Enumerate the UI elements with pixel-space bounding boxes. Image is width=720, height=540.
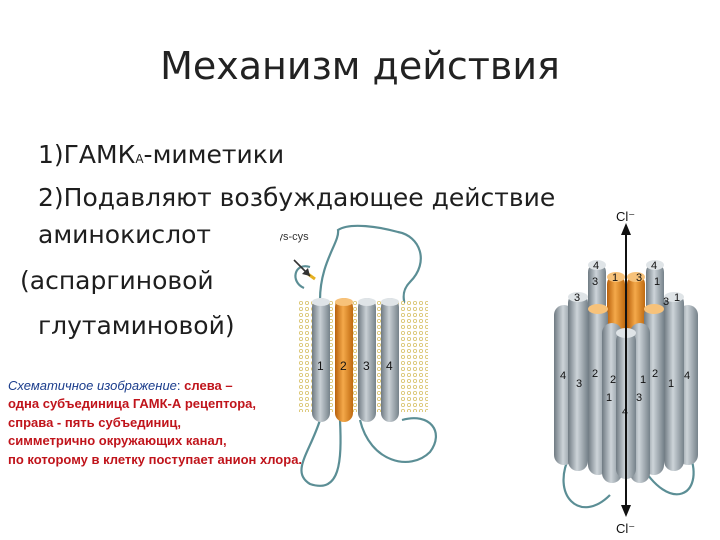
helix-label-3: 3 <box>363 359 370 373</box>
chloride-ion-top: Cl⁻ <box>616 209 635 224</box>
helix-m2-top <box>335 298 353 306</box>
single-subunit-diagram: cys-cys 1 2 3 4 <box>280 224 437 487</box>
caption-line-4: симметрично окружающих канал, <box>8 433 227 449</box>
helix-m4-top <box>381 298 399 306</box>
helix-m1-top <box>312 298 330 306</box>
helix-label-1: 1 <box>317 359 324 373</box>
intracellular-loop-left <box>300 419 342 487</box>
front-label-1: 4 <box>560 370 566 382</box>
caption-line-3: справа - пять субъединиц, <box>8 414 181 430</box>
top-label-3: 3 <box>592 276 598 288</box>
front-label-7: 3 <box>636 392 642 404</box>
bullet-line-5: глутаминовой) <box>38 311 235 340</box>
helix-m4 <box>381 298 399 422</box>
caption-lead: Схематичное изображение <box>8 378 177 393</box>
caption-line-1: Схематичное изображение: слева – <box>8 377 378 395</box>
helix-label-2: 2 <box>340 359 347 373</box>
front-label-2: 3 <box>576 378 582 390</box>
bullet-1-suffix: -миметики <box>143 140 285 169</box>
bullet-line-3: аминокислот <box>38 220 211 249</box>
front-label-9: 2 <box>610 374 616 386</box>
figure-caption: Схематичное изображение: слева – одна су… <box>8 377 378 469</box>
top-label-6: 1 <box>654 276 660 288</box>
top-label-5: 3 <box>636 272 642 284</box>
bullet-1-prefix: 1)ГАМК <box>38 140 136 169</box>
top-label-2: 4 <box>651 260 657 272</box>
extracellular-loop <box>318 224 422 304</box>
caption-part1: слева – <box>180 378 233 393</box>
front-label-4: 2 <box>652 368 658 380</box>
front-label-8: 4 <box>684 370 690 382</box>
slide-title: Механизм действия <box>160 44 560 88</box>
helix-m3 <box>358 298 376 422</box>
bullet-line-1: 1)ГАМКА-миметики <box>38 140 284 169</box>
chloride-ion-bottom: Cl⁻ <box>616 521 635 535</box>
helix-m2 <box>335 298 353 422</box>
top-caps <box>568 260 684 338</box>
arrowhead-top <box>621 223 631 235</box>
front-label-10: 4 <box>622 406 628 418</box>
pentamer-loop-left <box>562 454 611 509</box>
top-label-8: 1 <box>674 292 680 304</box>
bullet-line-2: 2)Подавляют возбуждающее действие <box>38 183 556 212</box>
front-label-6: 1 <box>668 378 674 390</box>
top-label-4: 1 <box>612 272 618 284</box>
pentamer-channel-diagram: Cl⁻ Cl⁻ 4 4 3 1 3 1 3 1 3 4 3 2 2 1 1 3 … <box>554 209 698 535</box>
pentamer-loop-right <box>639 454 695 496</box>
front-label-5: 1 <box>606 392 612 404</box>
intracellular-loop-right <box>358 417 437 463</box>
caption-line-5: по которому в клетку поступает анион хло… <box>8 451 303 467</box>
n-terminal-loop <box>294 265 311 290</box>
bullet-1-subscript: А <box>135 152 144 166</box>
helix-label-4: 4 <box>386 359 393 373</box>
caption-line-2: одна субъединица ГАМК-А рецептора, <box>8 396 257 412</box>
cys-cys-label: cys-cys <box>280 231 309 243</box>
arrowhead-bottom <box>621 505 631 517</box>
caption-colon: : <box>176 378 181 393</box>
top-label-7: 3 <box>574 292 580 304</box>
bullet-line-4: (аспаргиновой <box>20 266 214 295</box>
top-label-9: 3 <box>663 296 669 308</box>
front-label-3: 2 <box>592 368 598 380</box>
helix-m3-top <box>358 298 376 306</box>
helix-m1 <box>312 298 330 422</box>
front-label-11: 1 <box>640 374 646 386</box>
top-label-1: 4 <box>593 260 599 272</box>
annotation-arrowhead <box>302 268 310 276</box>
